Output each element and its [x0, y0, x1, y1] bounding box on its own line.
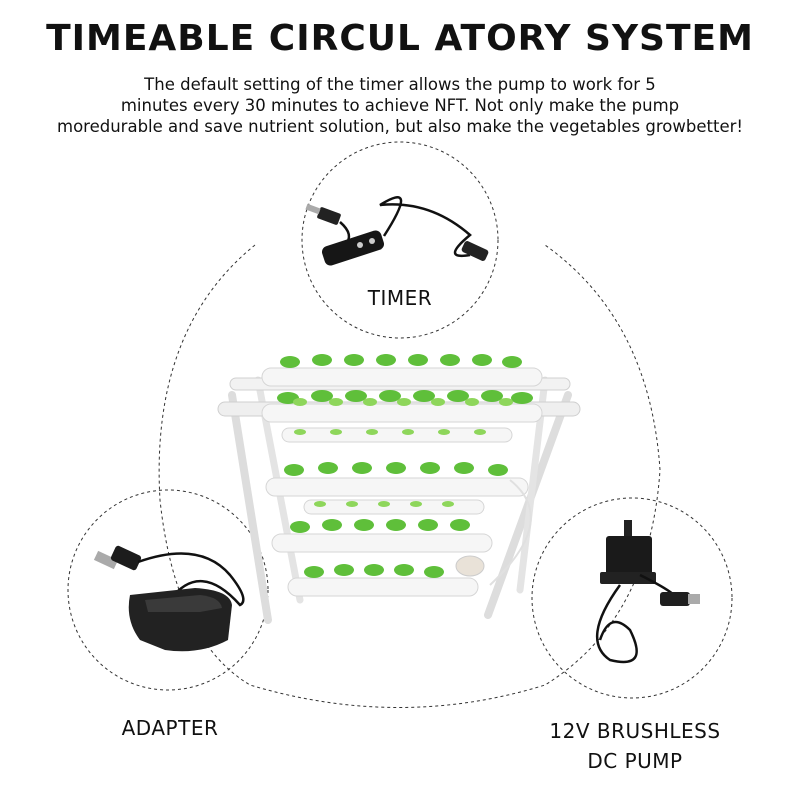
grow-pipe: [261, 367, 543, 387]
description-line-1: The default setting of the timer allows …: [144, 75, 656, 94]
timer-icon: [305, 196, 489, 266]
adapter-icon: [93, 545, 245, 652]
pump-icon: [595, 520, 700, 664]
system-outline-dashed: [158, 244, 661, 708]
grow-pipe: [287, 577, 479, 597]
pump-circle: [531, 497, 733, 699]
adapter-label: ADAPTER: [121, 716, 219, 740]
adapter-circle: [67, 489, 269, 691]
pump-label-line-1: 12V BRUSHLESS: [549, 719, 721, 743]
description-line-3: moredurable and save nutrient solution, …: [57, 117, 743, 136]
grow-pipe: [303, 499, 485, 515]
timer-circle: [301, 141, 499, 339]
timer-label: TIMER: [367, 286, 433, 310]
pump-label-line-2: DC PUMP: [587, 749, 683, 773]
pump-label: 12V BRUSHLESS DC PUMP: [530, 716, 740, 776]
grow-pipe: [261, 403, 543, 423]
page-title: TIMEABLE CIRCUL ATORY SYSTEM: [46, 18, 754, 59]
grow-pipe: [265, 477, 529, 497]
grow-pipe: [271, 533, 493, 553]
hydroponic-rack: [217, 354, 581, 624]
description: The default setting of the timer allows …: [20, 74, 780, 137]
description-line-2: minutes every 30 minutes to achieve NFT.…: [120, 96, 680, 115]
